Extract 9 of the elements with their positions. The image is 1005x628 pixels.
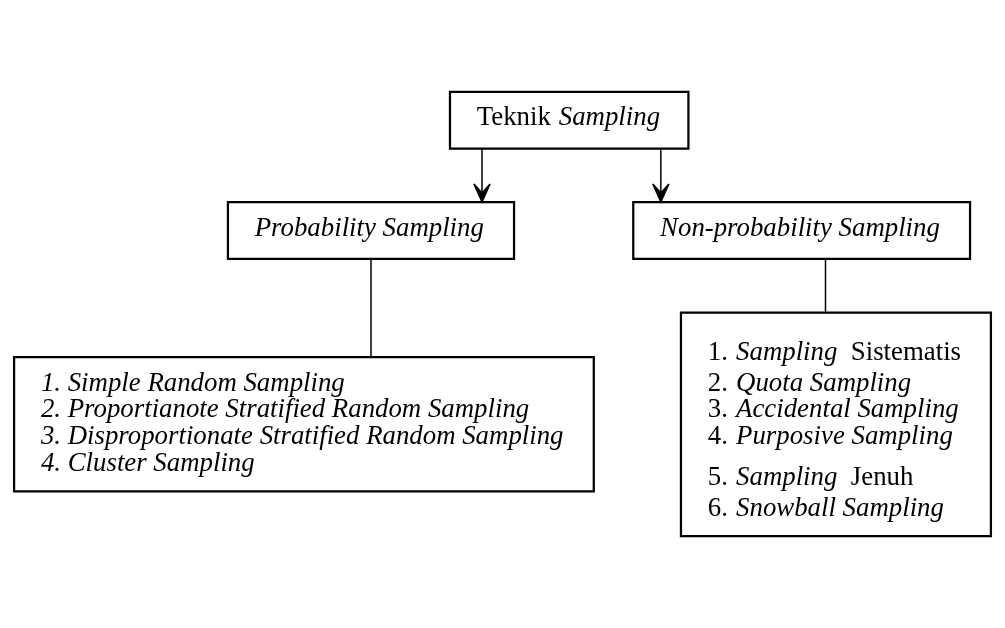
node-box: Teknik Sampling	[448, 90, 690, 150]
arrow	[473, 147, 491, 203]
connector	[370, 258, 372, 358]
node-box: Probability Sampling	[226, 201, 516, 260]
node-box: 1. Simple Random Sampling 2. Proportianote Stratified Random Sampling 3. Disproportionate Stratified Random Sampling 4. Cluster Sampling	[12, 356, 595, 493]
arrow	[652, 147, 670, 203]
connector	[824, 258, 827, 314]
node-box: 1. Sampling Sistematis 2. Quota Sampling 3. Accidental Sampling 4. Purposive Sampling 5. Sampling Jenuh 6. Snowball Sampling	[679, 311, 993, 538]
node-box: Non-probability Sampling	[632, 201, 972, 260]
